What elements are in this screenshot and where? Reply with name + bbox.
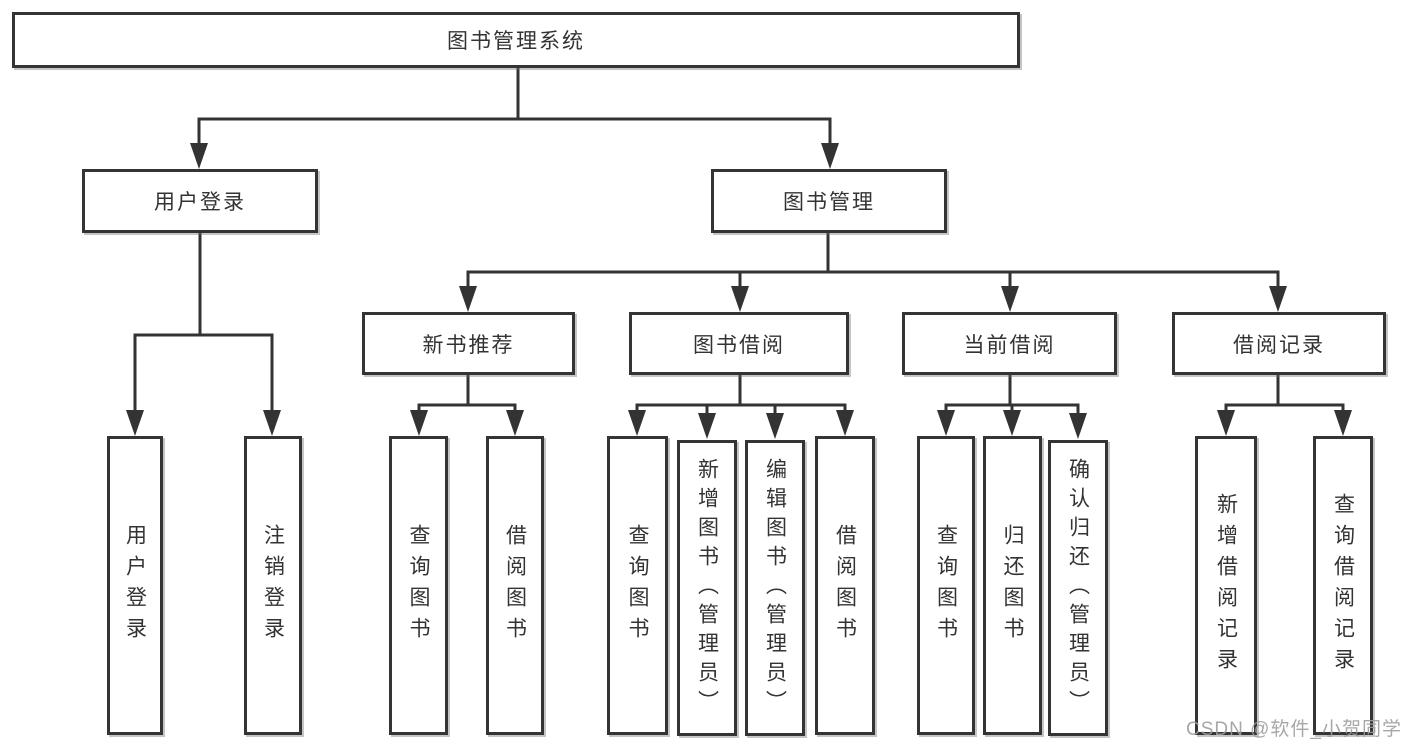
- arrowheads: [126, 143, 1352, 439]
- leaf-records-add-record: 新增借阅记录: [1195, 436, 1257, 735]
- node-book-borrow: 图书借阅: [629, 312, 849, 375]
- leaf-borrow-edit-books-admin: 编辑图书（管理员）: [745, 440, 805, 736]
- node-borrow-records-label: 借阅记录: [1233, 333, 1325, 357]
- node-root-label: 图书管理系统: [447, 30, 585, 53]
- node-user-login: 用户登录: [82, 169, 318, 233]
- leaf-borrow-edit-books-admin-label: 编辑图书（管理员）: [763, 457, 787, 719]
- leaf-current-return-books: 归还图书: [983, 436, 1042, 735]
- node-root-system: 图书管理系统: [12, 12, 1020, 68]
- leaf-records-query-record: 查询借阅记录: [1313, 436, 1373, 735]
- leaf-recommend-query-books: 查询图书: [389, 436, 448, 735]
- leaf-recommend-query-books-label: 查询图书: [407, 523, 430, 648]
- leaf-current-confirm-return-admin-label: 确认归还（管理员）: [1066, 457, 1090, 719]
- leaf-records-query-record-label: 查询借阅记录: [1331, 492, 1355, 679]
- leaf-current-query-books: 查询图书: [917, 436, 975, 735]
- csdn-watermark: CSDN @软件_小贺同学: [1186, 719, 1402, 740]
- node-book-borrow-label: 图书借阅: [693, 333, 785, 357]
- leaf-user-login: 用户登录: [107, 436, 163, 735]
- node-current-borrow-label: 当前借阅: [963, 333, 1056, 357]
- leaf-logout: 注销登录: [244, 436, 302, 735]
- node-new-book-recommend: 新书推荐: [362, 312, 575, 375]
- leaf-records-add-record-label: 新增借阅记录: [1214, 492, 1238, 679]
- leaf-borrow-query-books-label: 查询图书: [626, 523, 649, 648]
- leaf-logout-label: 注销登录: [261, 523, 285, 648]
- leaf-borrow-borrow-books-label: 借阅图书: [833, 523, 857, 648]
- leaf-borrow-borrow-books: 借阅图书: [815, 436, 875, 735]
- leaf-current-confirm-return-admin: 确认归还（管理员）: [1048, 440, 1108, 736]
- node-user-login-label: 用户登录: [154, 191, 246, 214]
- leaf-current-query-books-label: 查询图书: [934, 523, 958, 648]
- node-book-management: 图书管理: [711, 169, 947, 233]
- node-book-management-label: 图书管理: [783, 191, 875, 214]
- leaf-recommend-borrow-books-label: 借阅图书: [503, 523, 527, 648]
- node-new-book-recommend-label: 新书推荐: [422, 333, 515, 357]
- leaf-borrow-query-books: 查询图书: [607, 436, 668, 735]
- leaf-recommend-borrow-books: 借阅图书: [486, 436, 544, 735]
- node-current-borrow: 当前借阅: [902, 312, 1117, 375]
- leaf-current-return-books-label: 归还图书: [1001, 523, 1024, 648]
- leaf-user-login-label: 用户登录: [123, 523, 147, 648]
- node-borrow-records: 借阅记录: [1172, 312, 1386, 375]
- leaf-borrow-add-books-admin: 新增图书（管理员）: [677, 440, 737, 736]
- leaf-borrow-add-books-admin-label: 新增图书（管理员）: [695, 457, 719, 719]
